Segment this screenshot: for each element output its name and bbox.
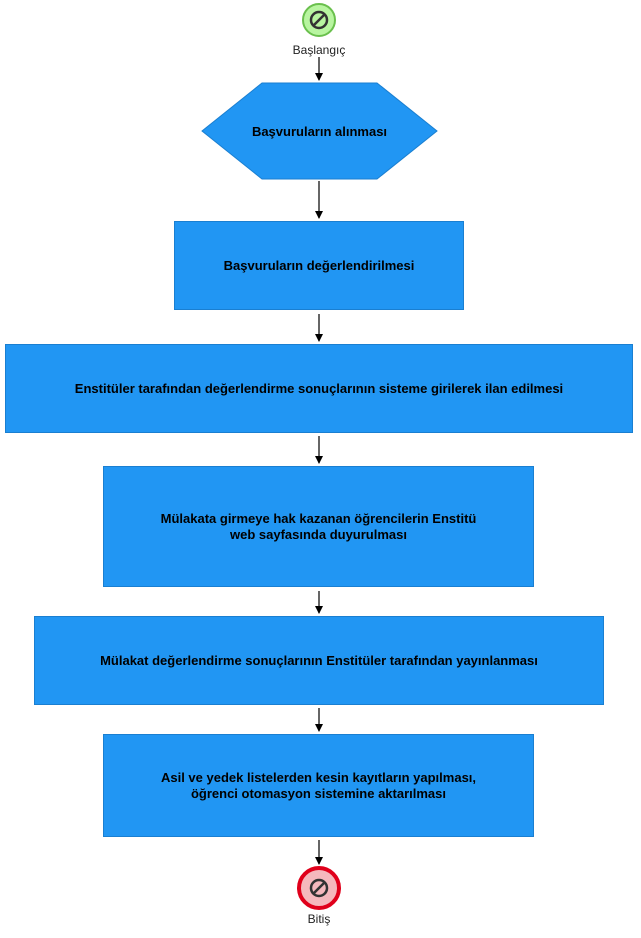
step-6-label-line-2: öğrenci otomasyon sistemine aktarılması [190, 785, 447, 801]
end-event-label: Bitiş [307, 912, 331, 926]
step-1-label: Başvuruların alınması [251, 123, 388, 139]
step-6-label-line-1: Asil ve yedek listelerden kesin kayıtlar… [160, 769, 477, 785]
step-1-hexagon[interactable] [201, 82, 438, 180]
step-3-box[interactable]: Enstitüler tarafından değerlendirme sonu… [5, 344, 633, 433]
step-2-box[interactable]: Başvuruların değerlendirilmesi [174, 221, 464, 310]
step-5-label: Mülakat değerlendirme sonuçlarının Ensti… [100, 652, 538, 668]
no-entry-icon [309, 878, 329, 898]
end-event[interactable] [297, 866, 341, 910]
no-entry-icon [309, 10, 329, 30]
start-event-label: Başlangıç [292, 43, 346, 57]
step-4-box[interactable]: Mülakata girmeye hak kazanan öğrencileri… [103, 466, 534, 587]
step-5-box[interactable]: Mülakat değerlendirme sonuçlarının Ensti… [34, 616, 604, 705]
step-2-label: Başvuruların değerlendirilmesi [223, 257, 415, 273]
step-3-label: Enstitüler tarafından değerlendirme sonu… [74, 380, 564, 396]
step-4-label-line-1: Mülakata girmeye hak kazanan öğrencileri… [160, 510, 477, 526]
step-6-box[interactable]: Asil ve yedek listelerden kesin kayıtlar… [103, 734, 534, 837]
step-4-label-line-2: web sayfasında duyurulması [229, 526, 407, 542]
start-event[interactable] [302, 3, 336, 37]
